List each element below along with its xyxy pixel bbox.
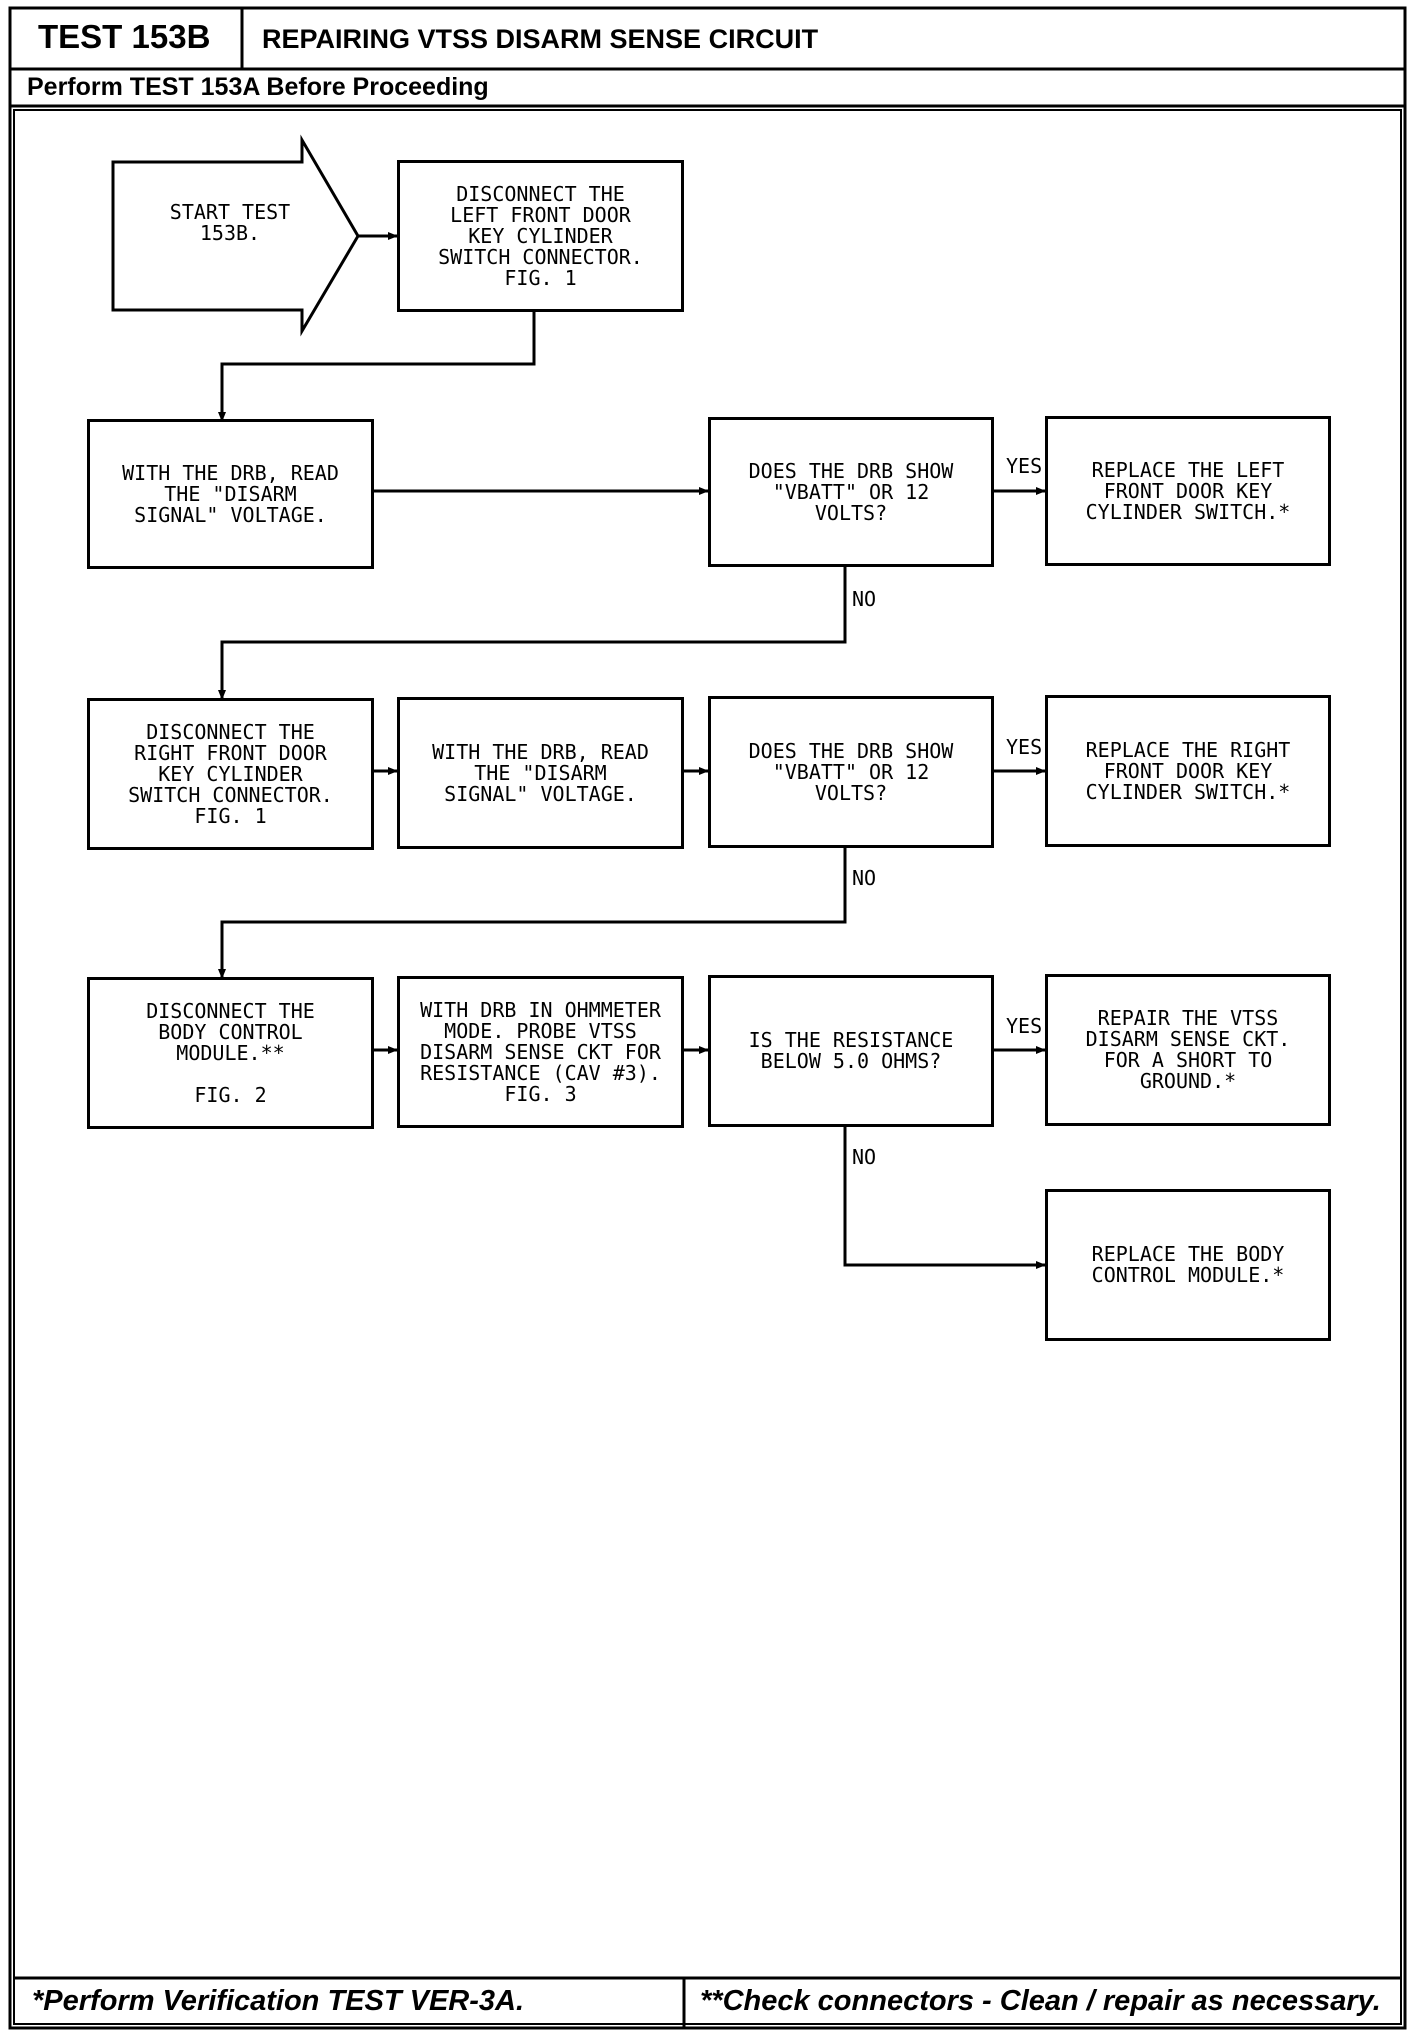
yes-label-1: YES (1006, 454, 1043, 478)
prerequisite-note: Perform TEST 153A Before Proceeding (27, 73, 489, 101)
connector-n3-n5 (218, 566, 847, 700)
step-text: DISCONNECT THE RIGHT FRONT DOOR KEY CYLI… (128, 719, 333, 828)
start-arrow-shape (111, 134, 360, 337)
step-disconnect-left-connector: DISCONNECT THE LEFT FRONT DOOR KEY CYLIN… (397, 160, 684, 312)
action-replace-left-switch: REPLACE THE LEFT FRONT DOOR KEY CYLINDER… (1045, 416, 1331, 566)
step-text: DISCONNECT THE BODY CONTROL MODULE.** FI… (146, 998, 315, 1107)
connector-n1-n2 (218, 312, 536, 422)
step-text: WITH THE DRB, READ THE "DISARM SIGNAL" V… (122, 460, 339, 527)
step-disconnect-bcm: DISCONNECT THE BODY CONTROL MODULE.** FI… (87, 977, 374, 1129)
no-label-2: NO (852, 866, 877, 890)
no-label-1: NO (852, 587, 877, 611)
no-label-3: NO (852, 1145, 877, 1169)
step-ohmmeter-probe: WITH DRB IN OHMMETER MODE. PROBE VTSS DI… (397, 976, 684, 1128)
decision-vbatt-1: DOES THE DRB SHOW "VBATT" OR 12 VOLTS? (708, 417, 994, 567)
test-id: TEST 153B (38, 18, 211, 55)
step-read-disarm-voltage-1: WITH THE DRB, READ THE "DISARM SIGNAL" V… (87, 419, 374, 569)
action-text: REPLACE THE BODY CONTROL MODULE.* (1091, 1242, 1285, 1287)
decision-text: DOES THE DRB SHOW "VBATT" OR 12 VOLTS? (748, 738, 954, 805)
step-text: WITH THE DRB, READ THE "DISARM SIGNAL" V… (432, 739, 649, 806)
action-repair-short: REPAIR THE VTSS DISARM SENSE CKT. FOR A … (1045, 974, 1331, 1126)
content-frame (13, 109, 1402, 2025)
yes-label-2: YES (1006, 735, 1043, 759)
sheet-border (8, 6, 1407, 2030)
decision-resistance: IS THE RESISTANCE BELOW 5.0 OHMS? (708, 975, 994, 1127)
footer-note-verification: *Perform Verification TEST VER-3A. (32, 1985, 525, 2017)
action-replace-right-switch: REPLACE THE RIGHT FRONT DOOR KEY CYLINDE… (1045, 695, 1331, 847)
decision-text: IS THE RESISTANCE BELOW 5.0 OHMS? (748, 1028, 954, 1073)
decision-text: DOES THE DRB SHOW "VBATT" OR 12 VOLTS? (748, 458, 954, 525)
decision-vbatt-2: DOES THE DRB SHOW "VBATT" OR 12 VOLTS? (708, 696, 994, 848)
step-disconnect-right-connector: DISCONNECT THE RIGHT FRONT DOOR KEY CYLI… (87, 698, 374, 850)
step-read-disarm-voltage-2: WITH THE DRB, READ THE "DISARM SIGNAL" V… (397, 697, 684, 849)
footer-note-connectors: **Check connectors - Clean / repair as n… (700, 1985, 1381, 2017)
action-text: REPLACE THE LEFT FRONT DOOR KEY CYLINDER… (1085, 457, 1291, 524)
action-text: REPAIR THE VTSS DISARM SENSE CKT. FOR A … (1085, 1006, 1291, 1093)
yes-label-3: YES (1006, 1014, 1043, 1038)
step-text: DISCONNECT THE LEFT FRONT DOOR KEY CYLIN… (438, 181, 643, 290)
page-title: REPAIRING VTSS DISARM SENSE CIRCUIT (262, 24, 819, 54)
action-replace-bcm: REPLACE THE BODY CONTROL MODULE.* (1045, 1189, 1331, 1341)
connector-n11-n13 (843, 1126, 1046, 1269)
connector-n7-n9 (218, 847, 847, 979)
step-text: WITH DRB IN OHMMETER MODE. PROBE VTSS DI… (420, 997, 661, 1106)
action-text: REPLACE THE RIGHT FRONT DOOR KEY CYLINDE… (1085, 737, 1291, 804)
start-label: START TEST 153B. (169, 200, 291, 245)
